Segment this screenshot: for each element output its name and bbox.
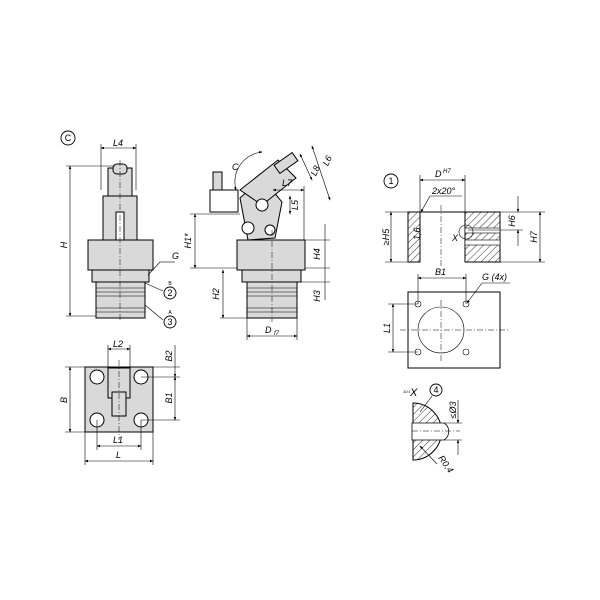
- bore-section: 1 D H7 2x20° 1,6 X ≥H5 H6 H7: [381, 169, 545, 266]
- dim-d-bore: D: [435, 169, 442, 179]
- port-a-label: A: [168, 310, 172, 316]
- dim-h6: H6: [507, 215, 517, 227]
- marker-3: [163, 315, 177, 329]
- marker-c: [60, 130, 76, 146]
- dim-d-bore-tolerance: H7: [443, 169, 451, 175]
- marker-3-label: 3: [167, 317, 172, 327]
- front-view: C L4 H G 2 B 3 A: [59, 130, 179, 329]
- dim-l2: L2: [113, 339, 123, 349]
- detail-scale: 10:1: [403, 389, 411, 394]
- workpiece-part: [209, 189, 239, 213]
- label-g-4x: G (4x): [482, 272, 507, 282]
- dim-l7: L7: [282, 178, 293, 188]
- dim-c: C: [232, 162, 239, 172]
- marker-c-label: C: [65, 133, 72, 143]
- detail-x-ref: X: [451, 233, 459, 243]
- surface-roughness: 1,6: [412, 227, 422, 240]
- top-view: L2 B2 B1 B L1 L: [59, 339, 180, 465]
- marker-2: [163, 286, 177, 300]
- thread-section: [91, 269, 150, 283]
- piston-cylinder: [95, 281, 146, 319]
- dim-h4: H4: [312, 248, 322, 260]
- side-view: C L7 L5 L8 L6 H1* H2 H4 H3 D f7: [183, 145, 334, 340]
- dim-b: B: [59, 397, 69, 403]
- side-thread: [241, 269, 302, 283]
- clamp-body: [87, 239, 154, 271]
- dim-h5: ≥H5: [381, 228, 391, 245]
- dim-h7: H7: [529, 230, 539, 242]
- label-g: G: [172, 251, 179, 261]
- dim-l5: L5: [290, 199, 300, 210]
- dim-b1: B1: [164, 392, 174, 403]
- dim-l: L: [116, 450, 121, 460]
- dim-d-tolerance: f7: [274, 331, 280, 337]
- dim-h: H: [59, 241, 69, 248]
- hole-pattern: B1 G (4x) L1: [382, 267, 510, 369]
- dim-l6: L6: [321, 154, 334, 167]
- dim-b1-holes: B1: [435, 267, 446, 277]
- port-b-label: B: [168, 281, 172, 287]
- side-body: [236, 239, 306, 271]
- dim-b2: B2: [164, 350, 174, 361]
- dim-h2: H2: [211, 288, 221, 300]
- marker-2-label: 2: [167, 288, 172, 298]
- dim-r04: R0,4: [436, 453, 455, 474]
- detail-x: 10:1 X 4 ≤Ø3 R0,4: [403, 383, 462, 475]
- dim-l1-holes: L1: [382, 323, 392, 333]
- marker-1-label: 1: [388, 176, 393, 186]
- detail-x-title: X: [409, 387, 418, 399]
- dim-h1: H1*: [183, 233, 193, 249]
- dim-h3: H3: [312, 290, 322, 302]
- dim-d: D: [265, 325, 272, 335]
- marker-4: [429, 383, 443, 397]
- contact-bolt: [273, 151, 299, 175]
- dim-l1: L1: [113, 435, 123, 445]
- marker-4-label: 4: [433, 385, 438, 395]
- dim-l4: L4: [113, 138, 123, 148]
- dim-dia-3: ≤Ø3: [448, 402, 458, 419]
- marker-1: [383, 173, 399, 189]
- contact-bolt-vertical: [212, 171, 223, 191]
- chamfer-label: 2x20°: [431, 186, 456, 196]
